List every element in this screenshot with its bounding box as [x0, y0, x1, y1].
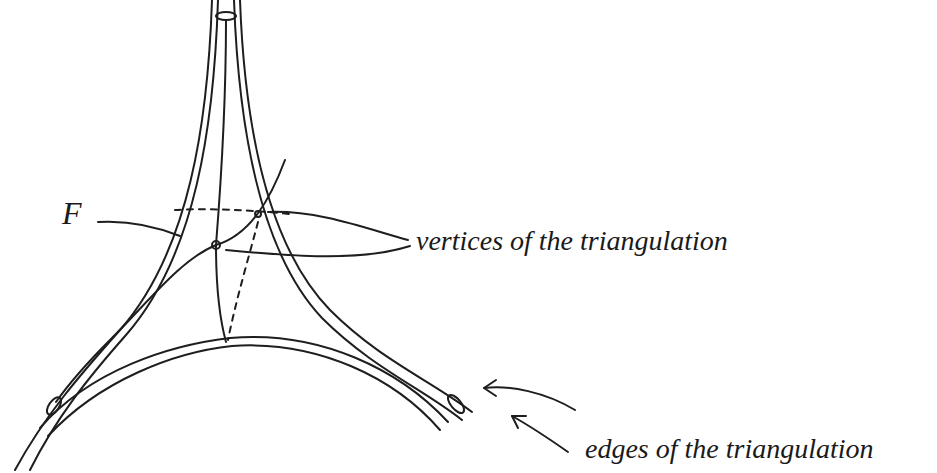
region-label: F	[62, 196, 82, 231]
vertices-label: vertices of the triangulation	[416, 226, 728, 257]
edges-label: edges of the triangulation	[585, 434, 874, 465]
